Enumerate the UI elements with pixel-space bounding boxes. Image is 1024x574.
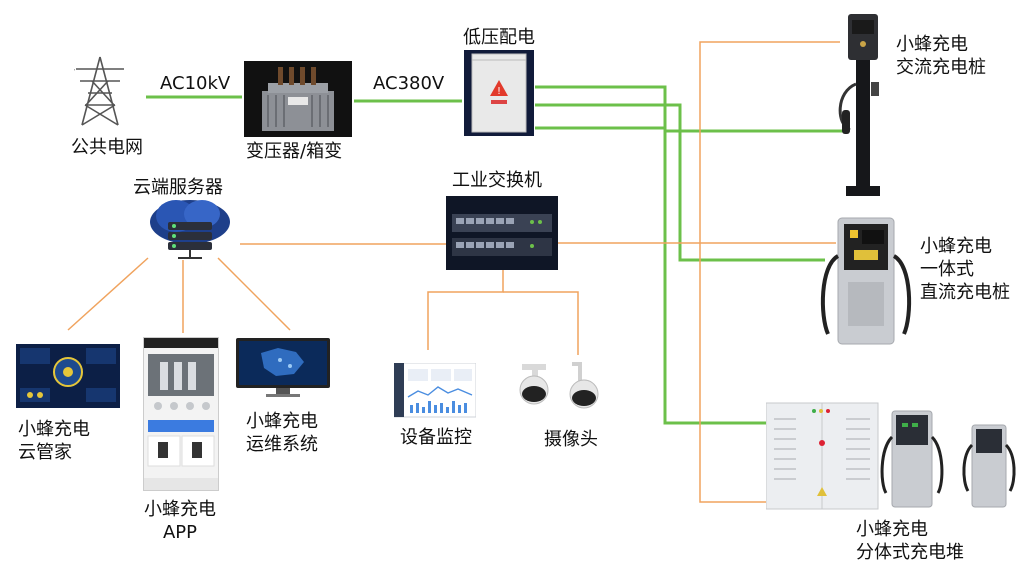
app-label-line2: APP [162,522,198,543]
dc-charging-pile-icon [818,216,914,350]
dc-pile-label-line2: 一体式 [920,259,974,280]
laptop-icon [393,362,477,425]
app-label-line1: 小蜂充电 [144,499,216,520]
power-lines [146,85,848,425]
transformer-label: 变压器/箱变 [246,141,343,162]
network-switch-icon [446,196,558,270]
split-label-line1: 小蜂充电 [856,519,928,540]
ops-label-line2: 运维系统 [246,434,318,455]
data-line-ac-pile [699,41,840,503]
public-grid-label: 公共电网 [71,137,143,158]
power-line-ac-pile [535,85,848,133]
ops-label-line1: 小蜂充电 [246,411,318,432]
dome-camera-icon [512,360,608,420]
split-charging-stack-icon [765,399,1016,517]
monitor-icon [236,338,330,402]
ac-pile-label-line2: 交流充电桩 [896,57,986,78]
power-tower-icon [67,55,126,131]
cloud-mgr-label-line2: 云管家 [18,442,72,463]
transformer-icon [244,61,352,137]
data-line-switch-camera [503,291,579,355]
data-line-switch-bus [427,270,504,350]
distribution-cabinet-icon: ! [464,50,534,136]
data-lines [67,41,840,503]
ac10kv-label: AC10kV [160,73,231,94]
dc-pile-label-line3: 直流充电桩 [920,282,1010,303]
switch-label: 工业交换机 [452,170,542,191]
ac-charging-pile-icon [838,12,894,202]
camera-label: 摄像头 [544,429,598,450]
svg-text:!: ! [497,86,501,97]
split-label-line2: 分体式充电堆 [856,542,964,563]
ac380v-label: AC380V [373,73,445,94]
power-line-split [535,126,768,425]
low-voltage-label: 低压配电 [463,27,535,48]
mobile-app-icon [143,337,219,491]
cloud-server-icon [148,196,232,266]
dashboard-screen-icon [16,344,120,408]
cloud-mgr-label-line1: 小蜂充电 [18,419,90,440]
ac-pile-label-line1: 小蜂充电 [896,34,968,55]
dc-pile-label-line1: 小蜂充电 [920,236,992,257]
data-line-cloud-mgr [67,257,149,331]
power-line-dc-pile [535,103,825,262]
cloud-server-label: 云端服务器 [133,177,223,198]
monitor-label: 设备监控 [400,427,472,448]
data-line-cloud-ops [217,257,291,331]
